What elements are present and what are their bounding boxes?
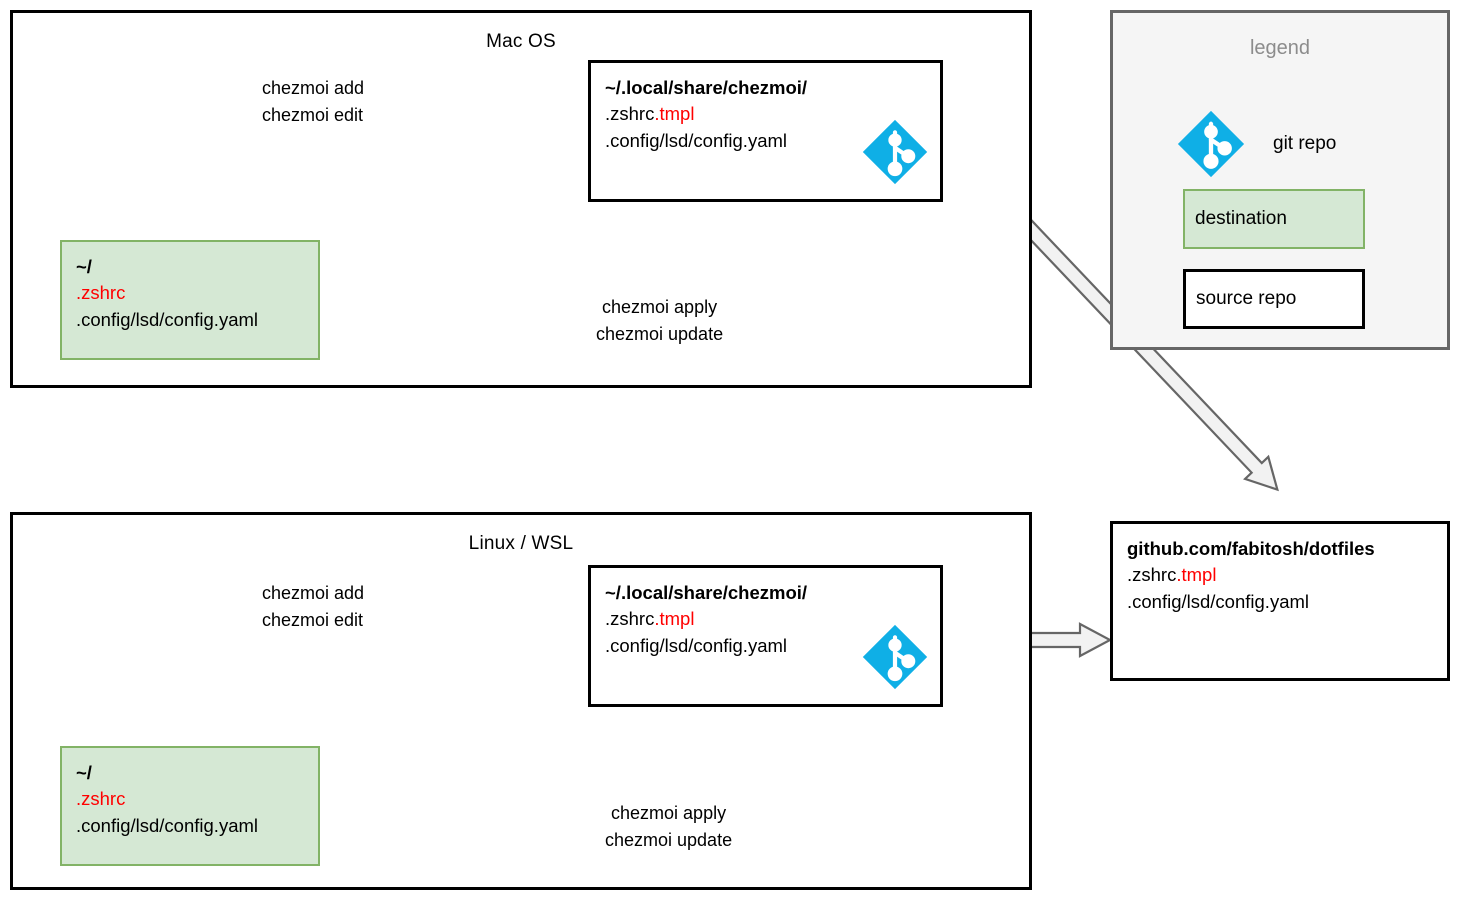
linux-apply-update-label: chezmoi apply chezmoi update xyxy=(605,800,732,855)
linux-source-line-2: .config/lsd/config.yaml xyxy=(605,633,926,659)
macos-dest-line-1: .zshrc xyxy=(76,282,126,304)
linux-add-edit-label: chezmoi add chezmoi edit xyxy=(262,580,364,635)
remote-box[interactable]: github.com/fabitosh/dotfiles .zshrc.tmpl… xyxy=(1110,521,1450,681)
legend-label-source-repo: source repo xyxy=(1196,288,1297,309)
macos-source-line-1-suffix: .tmpl xyxy=(654,103,695,125)
remote-line-1-suffix: .tmpl xyxy=(1176,564,1217,586)
linux-source-title: ~/.local/share/chezmoi/ xyxy=(605,582,808,603)
legend-label-git-repo: git repo xyxy=(1273,133,1337,154)
panel-macos-title: Mac OS xyxy=(486,31,556,52)
macos-dest-line-2: .config/lsd/config.yaml xyxy=(76,308,259,330)
linux-source-line-1: .zshrc.tmpl xyxy=(605,606,926,632)
remote-line-2-text: .config/lsd/config.yaml xyxy=(1127,590,1310,612)
panel-linux-title: Linux / WSL xyxy=(468,533,574,554)
macos-add-edit-label-line-2: chezmoi edit xyxy=(262,105,364,126)
remote-line-2: .config/lsd/config.yaml xyxy=(1127,589,1433,615)
macos-source-line-2-text: .config/lsd/config.yaml xyxy=(605,129,788,151)
remote-title: github.com/fabitosh/dotfiles xyxy=(1127,538,1375,559)
remote-line-1: .zshrc.tmpl xyxy=(1127,562,1433,588)
macos-source-line-1: .zshrc.tmpl xyxy=(605,101,926,127)
macos-apply-update-label: chezmoi apply chezmoi update xyxy=(596,294,723,349)
macos-dest-title: ~/ xyxy=(76,256,92,277)
linux-source-line-1-text: .zshrc xyxy=(605,608,655,630)
linux-source-line-1-suffix: .tmpl xyxy=(654,608,695,630)
linux-apply-update-label-line-1: chezmoi apply xyxy=(611,803,727,823)
macos-add-edit-label-line-1: chezmoi add xyxy=(262,78,365,98)
git-repo-icon xyxy=(862,119,928,185)
legend-panel: legend git repo destination source repo xyxy=(1110,10,1450,350)
legend-swatch-source-repo: source repo xyxy=(1183,269,1365,329)
linux-destination-box[interactable]: ~/ .zshrc .config/lsd/config.yaml xyxy=(60,746,320,866)
linux-source-box[interactable]: ~/.local/share/chezmoi/ .zshrc.tmpl .con… xyxy=(588,565,943,707)
macos-destination-box[interactable]: ~/ .zshrc .config/lsd/config.yaml xyxy=(60,240,320,360)
legend-title: legend xyxy=(1249,37,1311,59)
legend-label-destination: destination xyxy=(1195,208,1287,229)
linux-dest-line-2: .config/lsd/config.yaml xyxy=(76,814,259,836)
git-repo-icon xyxy=(1177,110,1245,178)
macos-add-edit-label: chezmoi add chezmoi edit xyxy=(262,75,364,130)
macos-source-box[interactable]: ~/.local/share/chezmoi/ .zshrc.tmpl .con… xyxy=(588,60,943,202)
legend-swatch-destination: destination xyxy=(1183,189,1365,249)
macos-apply-update-label-line-2: chezmoi update xyxy=(596,324,724,345)
macos-source-title: ~/.local/share/chezmoi/ xyxy=(605,77,808,98)
macos-source-line-2: .config/lsd/config.yaml xyxy=(605,128,926,154)
macos-source-line-1-text: .zshrc xyxy=(605,103,655,125)
linux-source-line-2-text: .config/lsd/config.yaml xyxy=(605,634,788,656)
linux-dest-line-1: .zshrc xyxy=(76,788,126,810)
linux-dest-title: ~/ xyxy=(76,762,92,783)
remote-line-1-text: .zshrc xyxy=(1127,564,1177,586)
linux-apply-update-label-line-2: chezmoi update xyxy=(605,830,733,851)
git-repo-icon xyxy=(862,624,928,690)
macos-apply-update-label-line-1: chezmoi apply xyxy=(602,297,718,317)
linux-add-edit-label-line-2: chezmoi edit xyxy=(262,610,364,631)
linux-add-edit-label-line-1: chezmoi add xyxy=(262,583,365,603)
